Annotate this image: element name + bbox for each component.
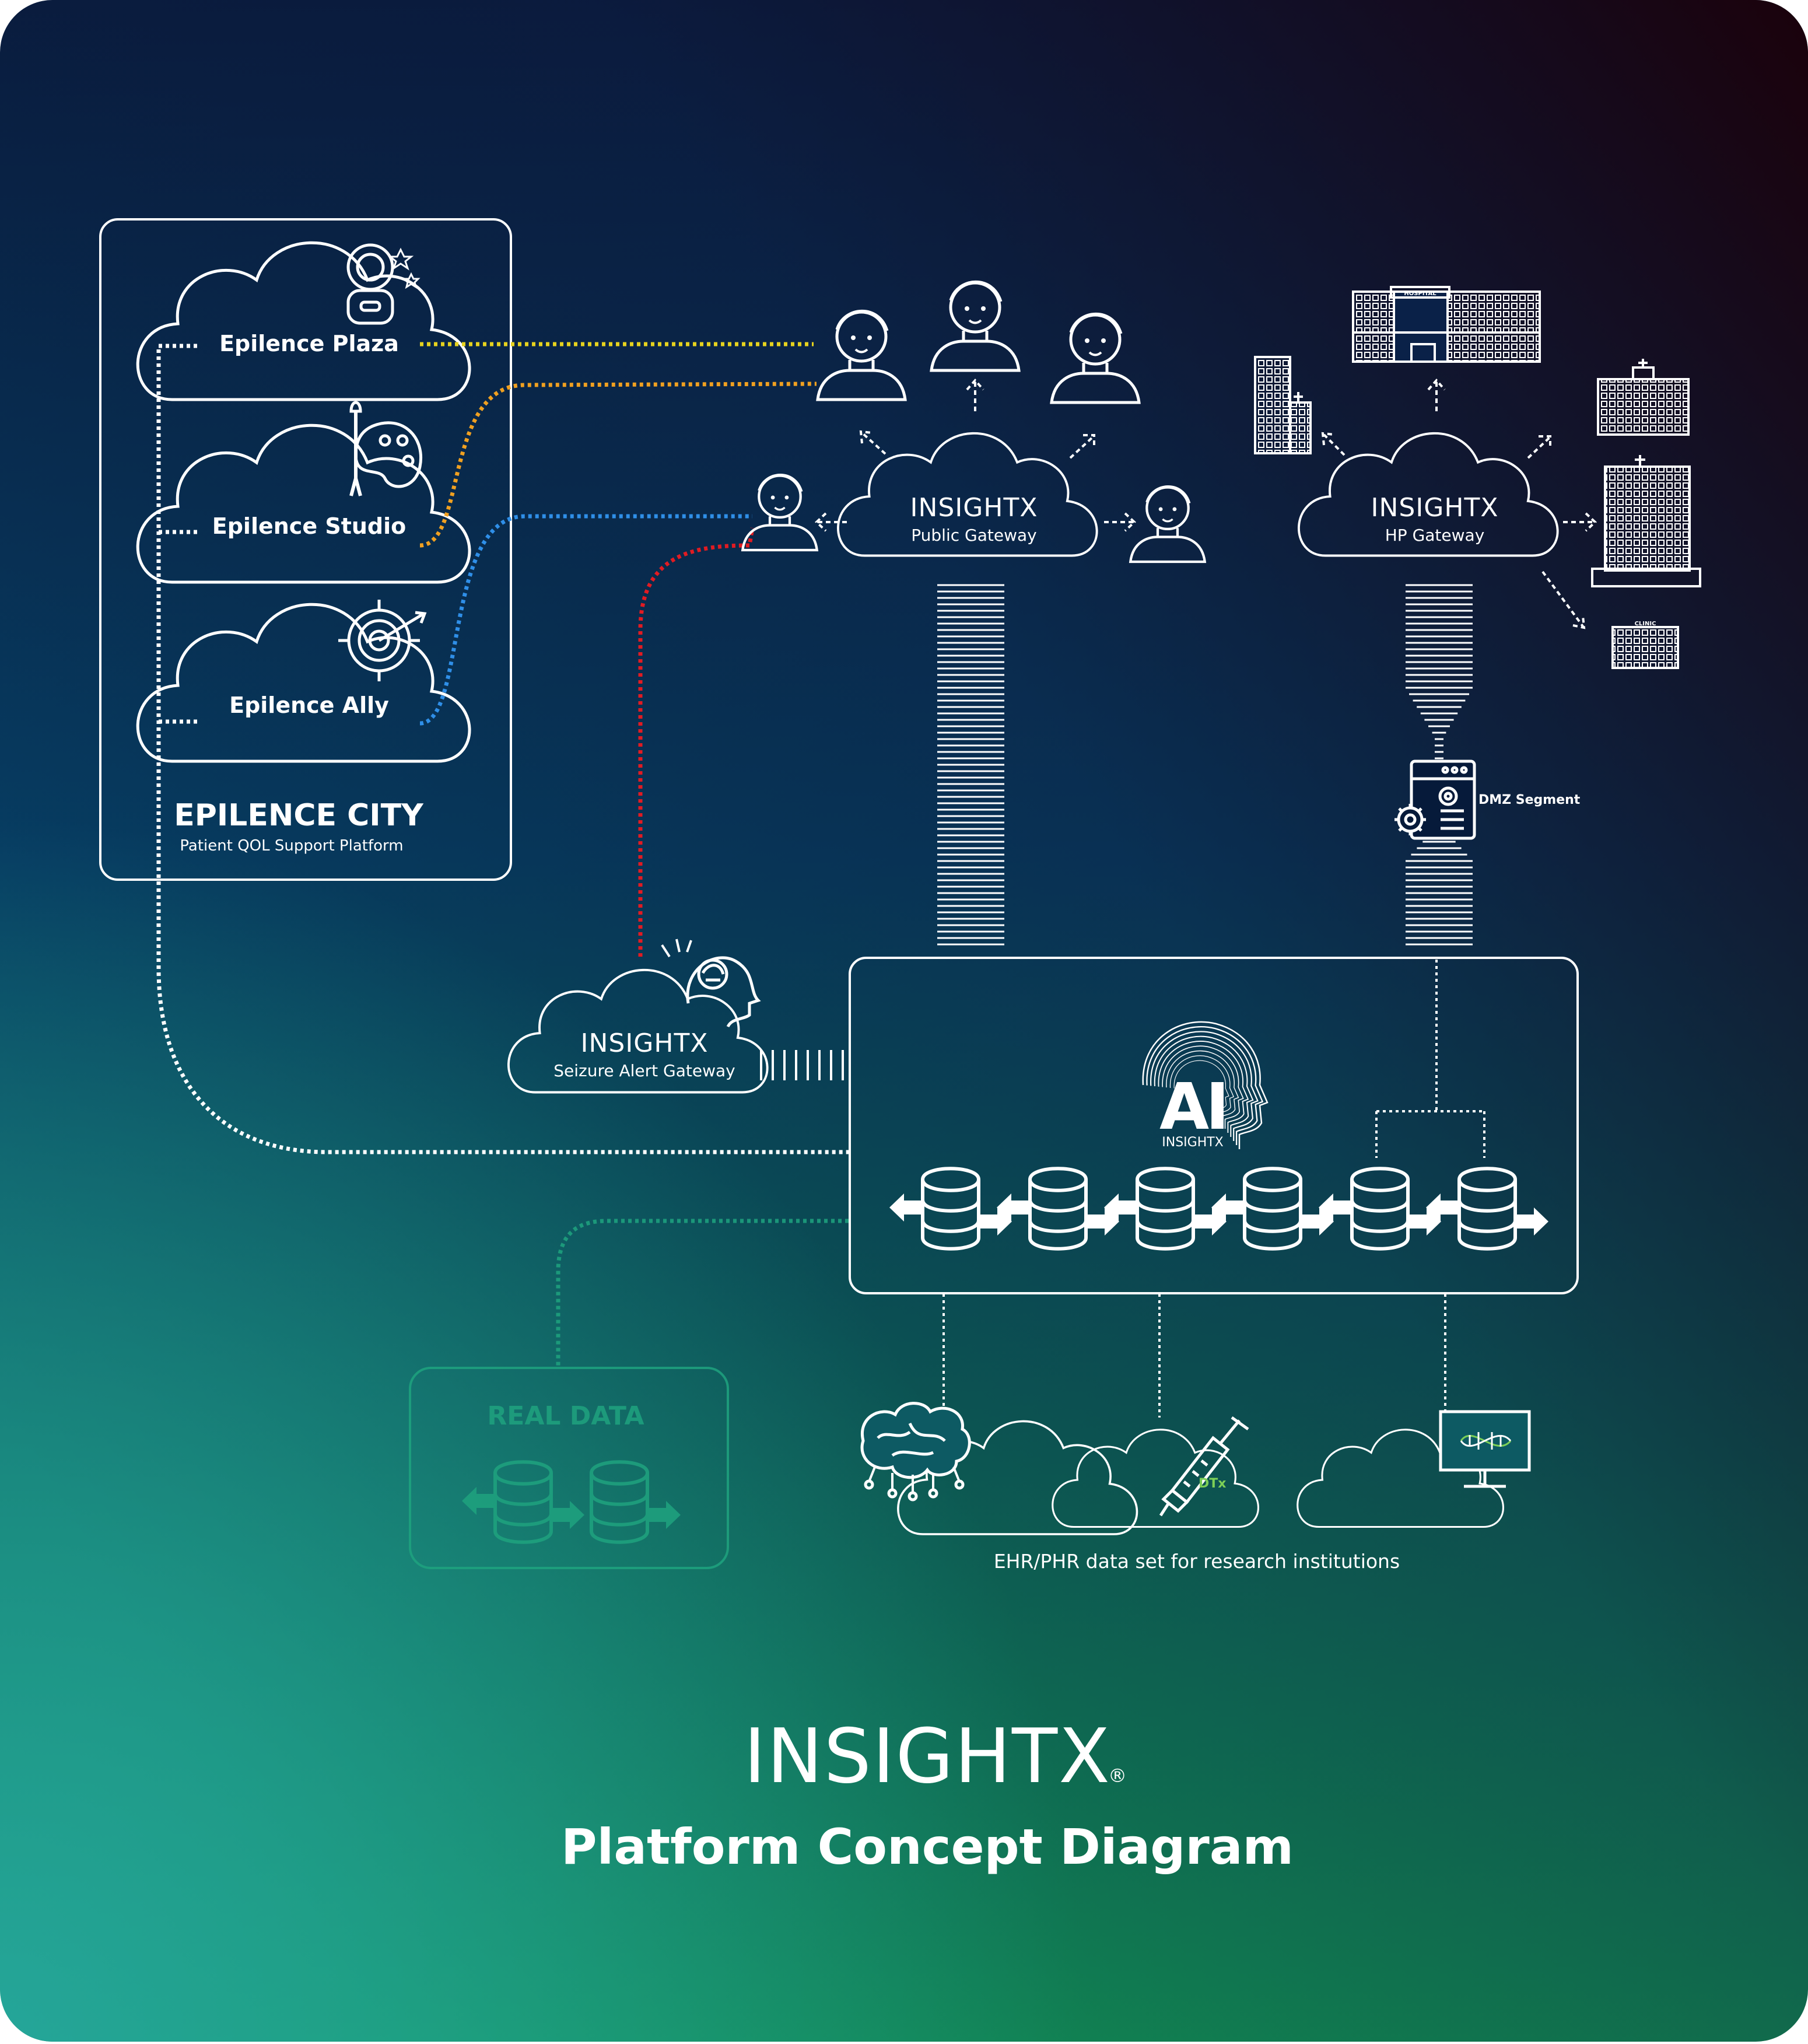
hospital-label: HOSPITAL bbox=[1404, 290, 1436, 297]
epilence-plaza-label: Epilence Plaza bbox=[219, 331, 399, 356]
research-label: EHR/PHR data set for research institutio… bbox=[994, 1550, 1400, 1573]
ai-head-contour bbox=[1158, 1041, 1249, 1133]
real-data-link bbox=[556, 1219, 849, 1368]
epilence-city-subtitle: Patient QOL Support Platform bbox=[180, 837, 403, 855]
dmz-segment: DMZ Segment bbox=[1394, 760, 1581, 840]
ai-head-contour bbox=[1142, 1021, 1269, 1149]
hp-gateway-data-channel bbox=[1406, 584, 1473, 946]
astronaut-icon bbox=[346, 243, 421, 325]
ai-head-contour bbox=[1173, 1060, 1229, 1116]
public-gateway-label: Public Gateway bbox=[911, 526, 1036, 545]
hp-gateway-brand: INSIGHTX bbox=[1371, 493, 1499, 523]
footer-registered-mark: ® bbox=[1108, 1765, 1127, 1787]
general-hospital-icon bbox=[1591, 455, 1701, 587]
ai-head-contour bbox=[1162, 1045, 1244, 1129]
seizure-gateway-connector bbox=[760, 1050, 844, 1080]
syringe-icon bbox=[1159, 1416, 1249, 1517]
dmz-label: DMZ Segment bbox=[1478, 793, 1581, 807]
public-gateway-data-channel bbox=[937, 584, 1004, 946]
ai-head-contour bbox=[1150, 1031, 1259, 1142]
ai-head-contour bbox=[1146, 1026, 1264, 1146]
ai-head-contour bbox=[1166, 1050, 1239, 1125]
seizure-alert-gateway-cloud[interactable]: INSIGHTX Seizure Alert Gateway bbox=[507, 968, 769, 1094]
medical-center-icon bbox=[1597, 359, 1690, 436]
real-data-box: REAL DATA bbox=[409, 1219, 849, 1569]
monitor-dna-icon bbox=[1439, 1410, 1531, 1488]
hp-gateway-label: HP Gateway bbox=[1385, 526, 1485, 545]
gear-icon bbox=[1394, 786, 1458, 835]
epilence-studio-cloud[interactable]: Epilence Studio bbox=[138, 425, 469, 582]
epilence-plaza-cloud[interactable]: Epilence Plaza bbox=[138, 243, 469, 400]
public-gateway-arrows bbox=[815, 378, 1136, 532]
hospital-building-icon: HOSPITAL bbox=[1352, 286, 1541, 363]
hp-gateway-cloud[interactable]: INSIGHTX HP Gateway bbox=[1297, 432, 1559, 557]
public-gateway-cloud[interactable]: INSIGHTX Public Gateway bbox=[836, 432, 1098, 557]
brain-head-icon bbox=[661, 939, 761, 1028]
footer-title: Platform Concept Diagram bbox=[561, 1818, 1294, 1875]
ally-link bbox=[419, 514, 752, 726]
studio-link bbox=[419, 382, 817, 548]
ai-brand-label: INSIGHTX bbox=[1162, 1135, 1224, 1150]
epilence-studio-label: Epilence Studio bbox=[212, 513, 406, 539]
clinic-label: CLINIC bbox=[1635, 621, 1656, 627]
real-data-databases bbox=[462, 1460, 681, 1544]
epilence-ally-cloud[interactable]: Epilence Ally bbox=[138, 604, 469, 761]
footer-brand-logo: INSIGHTX bbox=[744, 1713, 1111, 1800]
service-links bbox=[419, 342, 817, 957]
palette-icon bbox=[349, 401, 422, 496]
public-gateway-brand: INSIGHTX bbox=[910, 493, 1038, 523]
epilence-ally-label: Epilence Ally bbox=[229, 692, 389, 718]
ai-head-contour bbox=[1154, 1035, 1254, 1137]
office-tower-icon bbox=[1254, 356, 1312, 454]
dtx-label: DTx bbox=[1199, 1476, 1226, 1491]
ai-label: AI bbox=[1159, 1069, 1226, 1144]
server-window-icon bbox=[1410, 760, 1476, 840]
target-icon bbox=[338, 600, 427, 681]
epilence-city-panel: Epilence Plaza Epilence Studio Epilenc bbox=[99, 218, 512, 881]
research-links bbox=[942, 1294, 1446, 1418]
dmz-to-ai-link bbox=[1375, 960, 1485, 1158]
real-data-label: REAL DATA bbox=[487, 1401, 644, 1431]
seizure-gateway-label: Seizure Alert Gateway bbox=[553, 1061, 735, 1080]
epilence-city-to-ai-link bbox=[156, 344, 849, 1154]
brain-network-icon bbox=[860, 1402, 971, 1502]
clinic-building-icon: CLINIC bbox=[1611, 621, 1679, 669]
seizure-link bbox=[638, 527, 755, 957]
epilence-city-title: EPILENCE CITY bbox=[174, 798, 424, 833]
ai-head-icon bbox=[1142, 1021, 1269, 1149]
ai-head-contour bbox=[1169, 1055, 1235, 1121]
seizure-gateway-brand: INSIGHTX bbox=[581, 1028, 709, 1058]
hp-gateway-arrows bbox=[1321, 378, 1597, 629]
ai-core-box: AI INSIGHTX bbox=[849, 957, 1579, 1294]
